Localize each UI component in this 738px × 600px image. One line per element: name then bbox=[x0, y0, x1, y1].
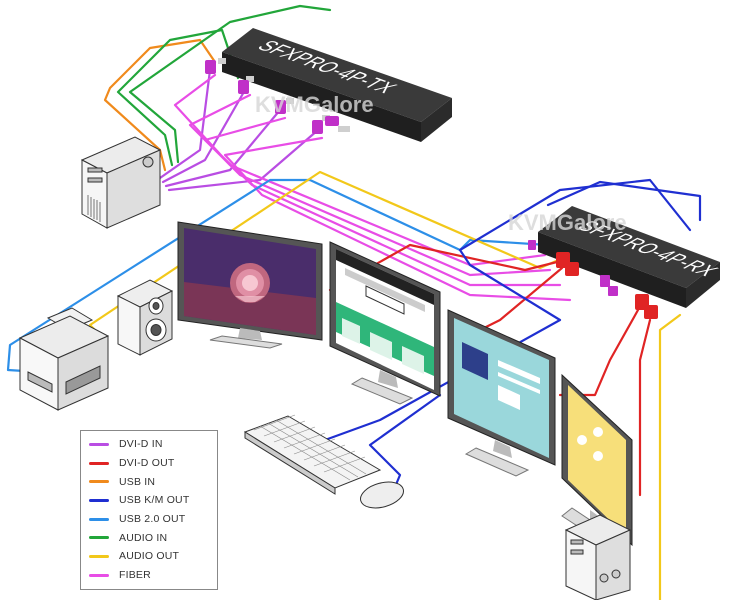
legend-swatch bbox=[89, 573, 109, 577]
legend-label: FIBER bbox=[119, 569, 151, 582]
watermark-2: KVMGalore bbox=[508, 210, 627, 235]
legend-label: AUDIO IN bbox=[119, 531, 168, 544]
legend-item: AUDIO IN bbox=[89, 528, 209, 547]
watermark-1: KVMGalore bbox=[255, 92, 374, 117]
legend-swatch bbox=[89, 480, 109, 484]
dvi-in-cable-3 bbox=[164, 108, 282, 188]
dvi-in-cable-4 bbox=[167, 128, 320, 192]
rx-connector-4 bbox=[644, 305, 658, 319]
usb-km-rx-loop bbox=[546, 180, 702, 222]
legend-item: AUDIO OUT bbox=[89, 547, 209, 566]
legend-item: FIBER bbox=[89, 566, 209, 585]
rx-connector-2 bbox=[565, 262, 579, 276]
tx-connector-2 bbox=[238, 80, 249, 94]
tx-connector-3 bbox=[275, 100, 286, 114]
monitor-2-icon bbox=[329, 241, 441, 405]
legend-swatch bbox=[89, 498, 109, 502]
usb-2-out-cable bbox=[6, 178, 550, 374]
keyboard-icon bbox=[243, 414, 382, 495]
legend-swatch bbox=[89, 517, 109, 521]
legend: DVI-D IN DVI-D OUT USB IN USB K/M OUT US… bbox=[80, 430, 218, 590]
dvi-out-cable-2 bbox=[478, 266, 564, 332]
tx-connector-4 bbox=[312, 120, 323, 134]
speaker-icon bbox=[116, 279, 174, 356]
dvi-in-cable-1 bbox=[158, 68, 212, 180]
legend-item: DVI-D IN bbox=[89, 435, 209, 454]
legend-item: DVI-D OUT bbox=[89, 454, 209, 473]
usb-km-out-cable bbox=[323, 178, 692, 442]
audio-in-cable-1 bbox=[116, 28, 240, 167]
remote-computer-icon bbox=[564, 514, 632, 600]
monitor-3-icon bbox=[447, 309, 556, 477]
printer-icon bbox=[18, 307, 110, 411]
legend-swatch bbox=[89, 536, 109, 540]
dvi-in-cable-2 bbox=[161, 88, 247, 184]
legend-label: USB IN bbox=[119, 475, 156, 488]
legend-swatch bbox=[89, 442, 109, 446]
mouse-icon bbox=[360, 481, 404, 509]
legend-item: USB IN bbox=[89, 472, 209, 491]
usb-km-mouse-cable bbox=[368, 393, 442, 489]
legend-label: DVI-D OUT bbox=[119, 457, 175, 470]
audio-out-cable-2 bbox=[658, 313, 682, 600]
dvi-out-cable-3 bbox=[558, 308, 640, 397]
legend-item: USB 2.0 OUT bbox=[89, 510, 209, 529]
computer-tower-icon bbox=[80, 136, 162, 229]
dvi-out-cable-4 bbox=[638, 318, 652, 497]
legend-label: DVI-D IN bbox=[119, 438, 163, 451]
legend-swatch bbox=[89, 461, 109, 465]
legend-item: USB K/M OUT bbox=[89, 491, 209, 510]
legend-label: USB 2.0 OUT bbox=[119, 513, 186, 526]
audio-in-cable-2 bbox=[128, 4, 332, 164]
tx-connector-1 bbox=[205, 60, 216, 74]
legend-label: USB K/M OUT bbox=[119, 494, 190, 507]
legend-label: AUDIO OUT bbox=[119, 550, 180, 563]
tx-device: SFXPRO-4P-TX bbox=[205, 28, 452, 142]
monitor-1-icon bbox=[177, 221, 323, 349]
fiber-cable-4 bbox=[223, 136, 572, 302]
legend-swatch bbox=[89, 554, 109, 558]
